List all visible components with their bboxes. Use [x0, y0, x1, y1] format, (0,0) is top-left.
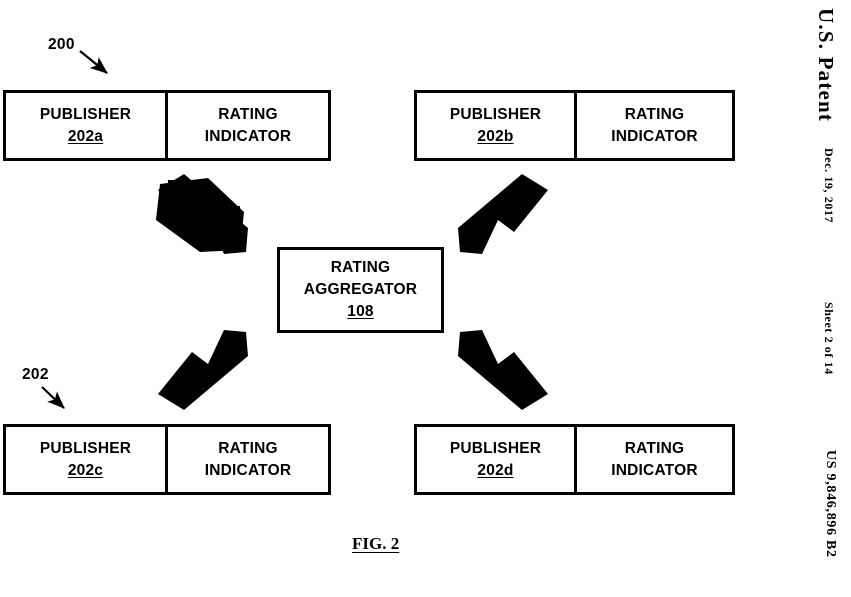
publisher-numeral-202b: 202b [477, 127, 514, 145]
margin-issue-date: Dec. 19, 2017 [822, 148, 836, 224]
publisher-title-202c: PUBLISHER [39, 440, 132, 458]
rating-indicator-cell-202c: RATING INDICATOR [168, 427, 328, 492]
rating-indicator-line2-202c: INDICATOR [204, 461, 292, 479]
margin-patent-number: US 9,846,896 B2 [823, 450, 838, 558]
publisher-title-202d: PUBLISHER [449, 440, 542, 458]
publisher-box-202d[interactable]: PUBLISHER 202d RATING INDICATOR [414, 424, 735, 495]
rating-indicator-cell-202d: RATING INDICATOR [577, 427, 732, 492]
rating-indicator-cell-202a: RATING INDICATOR [168, 93, 328, 158]
rating-indicator-line1-202d: RATING [624, 440, 685, 458]
arrow-202b-to-aggregator-icon [458, 174, 548, 254]
rating-indicator-cell-202b: RATING INDICATOR [577, 93, 732, 158]
rating-indicator-line2-202a: INDICATOR [204, 127, 292, 145]
arrow-202c-to-aggregator-icon [158, 330, 248, 410]
aggregator-line2: AGGREGATOR [303, 281, 418, 299]
publisher-numeral-202d: 202d [477, 461, 514, 479]
figure-caption: FIG. 2 [352, 534, 400, 553]
publisher-box-202c[interactable]: PUBLISHER 202c RATING INDICATOR [3, 424, 331, 495]
margin-sheet-number: Sheet 2 of 14 [822, 302, 836, 375]
reference-numeral-200: 200 [48, 36, 75, 53]
margin-us-patent-label: U.S. Patent [814, 8, 838, 123]
aggregator-line1: RATING [330, 259, 391, 277]
publisher-box-202a[interactable]: PUBLISHER 202a RATING INDICATOR [3, 90, 331, 161]
publisher-title-202a: PUBLISHER [39, 106, 132, 124]
publisher-box-202b[interactable]: PUBLISHER 202b RATING INDICATOR [414, 90, 735, 161]
arrow-202d-to-aggregator-icon [458, 330, 548, 410]
publisher-numeral-202c: 202c [67, 461, 104, 479]
rating-indicator-line1-202b: RATING [624, 106, 685, 124]
rating-indicator-line1-202a: RATING [218, 106, 278, 124]
publisher-cell-202b: PUBLISHER 202b [417, 93, 577, 158]
publisher-numeral-202a: 202a [67, 127, 104, 145]
aggregator-numeral: 108 [347, 302, 374, 320]
publisher-cell-202c: PUBLISHER 202c [6, 427, 168, 492]
publisher-title-202b: PUBLISHER [449, 106, 542, 124]
rating-indicator-line2-202d: INDICATOR [611, 461, 698, 479]
publisher-cell-202a: PUBLISHER 202a [6, 93, 168, 158]
publisher-cell-202d: PUBLISHER 202d [417, 427, 577, 492]
rating-indicator-line2-202b: INDICATOR [611, 127, 698, 145]
reference-numeral-202: 202 [22, 366, 49, 383]
rating-aggregator-box[interactable]: RATING AGGREGATOR 108 [277, 247, 444, 333]
arrow-202a-to-aggregator-icon [156, 174, 248, 254]
rating-indicator-line1-202c: RATING [218, 440, 278, 458]
